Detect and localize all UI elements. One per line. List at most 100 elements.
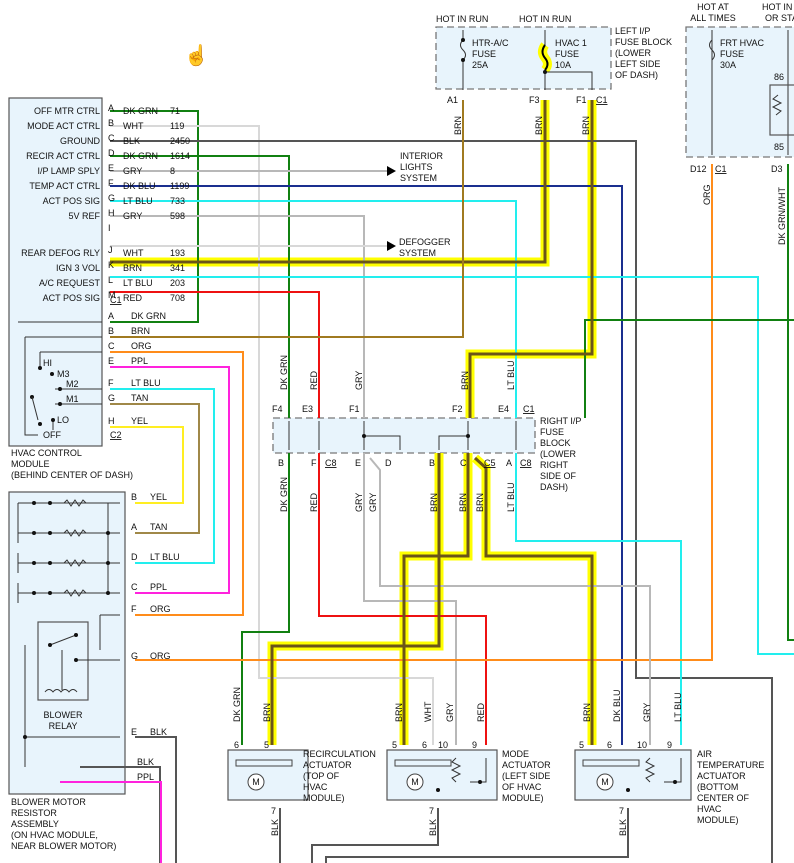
connector-label: C1 [715,164,727,174]
blower-resistors [17,499,120,767]
pin-letter: C [108,341,115,351]
wire-color-label: RED [123,293,143,303]
pin-label: 9 [472,740,477,750]
actuator-title: ACTUATOR [502,760,551,770]
circuit-number: 733 [170,196,185,206]
actuator-title: HVAC [697,804,722,814]
circuit-number: 1614 [170,151,190,161]
wire-color-label: LT BLU [123,278,153,288]
relay-pin: 85 [774,142,784,152]
pin-letter: L [108,275,113,285]
pin-function-label: TEMP ACT CTRL [29,181,100,191]
wire-color-label: LT BLU [131,378,161,388]
wire-color-label: BRN [429,493,439,512]
switch-position-label: M2 [66,379,79,389]
pin-letter: B [131,492,137,502]
wire-color-label: GRY [368,493,378,512]
wire-ppl-c2-e [110,366,230,594]
wire-lt-blu-203 [110,276,794,655]
actuator-title: ACTUATOR [303,760,352,770]
pin-letter: E [131,727,137,737]
pin-label: 7 [271,806,276,816]
pin-label: 5 [392,740,397,750]
pin-letter: F [131,604,137,614]
pin-letter: F [108,378,114,388]
pin-label: F1 [349,404,360,414]
pin-label: 6 [607,740,612,750]
supply-label: OR STA [765,13,794,23]
underhood-internals [709,30,794,155]
wire-color-label: BRN [460,371,470,390]
wire-brn-341 [110,100,547,264]
defogger-arrow-icon [387,241,396,251]
circuit-number: 598 [170,211,185,221]
pin-letter: A [108,311,114,321]
pin-label: D3 [771,164,783,174]
wire-org-c2-c [110,351,244,616]
pin-letter: E [108,356,114,366]
actuator-title: (BOTTOM [697,782,738,792]
pin-letter: H [108,416,115,426]
pin-label: B [278,458,284,468]
wire-color-label: BLK [270,819,280,836]
pin-letter: A [131,522,137,532]
pin-label: 9 [667,740,672,750]
hand-pointer-cursor-icon: ☝ [184,45,209,67]
wire-dk-blu-1199 [110,185,623,745]
supply-label: ALL TIMES [690,13,736,23]
wire-color-label: BRN [394,703,404,722]
pin-label: 5 [579,740,584,750]
pin-label: F3 [529,95,540,105]
pin-label: 6 [422,740,427,750]
actuator-internals [235,757,682,792]
wire-color-label: ORG [150,651,171,661]
reference-label: DEFOGGER [399,237,451,247]
resistor-title: NEAR BLOWER MOTOR) [11,841,116,851]
reference-label: SYSTEM [399,248,436,258]
actuator-title: MODULE) [697,815,739,825]
pin-label: 5 [264,740,269,750]
fuse-block-title: OF DASH) [615,70,658,80]
relay-label: RELAY [49,721,78,731]
wire-blk-blower-e [135,736,177,863]
connector-c2-label: C2 [110,430,122,440]
pin-function-label: OFF MTR CTRL [34,106,100,116]
pin-label: E [355,458,361,468]
wire-color-label: LT BLU [673,692,683,722]
actuator-title: MODE [502,749,529,759]
wire-color-label: BLK [123,136,140,146]
wire-color-label: RED [476,702,486,722]
wire-color-label: PPL [131,356,148,366]
wire-color-label: DK GRN/WHT [777,187,787,245]
fuse-block-title: RIGHT [540,460,569,470]
wire-color-label: YEL [150,492,167,502]
pin-label: C1 [523,404,535,414]
circuit-number: 203 [170,278,185,288]
wire-color-label: LT BLU [506,360,516,390]
wire-lt-blu-733 [110,200,517,418]
wire-lt-blu-c2-f [110,388,215,564]
wire-color-label: PPL [150,582,167,592]
supply-label: HOT IN R [762,2,794,12]
circuit-number: 1199 [170,181,189,191]
motor-icon: M [252,777,260,787]
fuse-block-title: (LOWER [615,48,652,58]
pin-letter: D [131,552,138,562]
wire-color-label: GRY [123,211,142,221]
circuit-number: 2450 [170,136,190,146]
pin-letter: E [108,163,114,173]
fuse-block-title: FUSE [540,427,564,437]
pin-label: F2 [452,404,463,414]
actuator-title: (TOP OF [303,771,340,781]
pin-label: C8 [325,458,337,468]
wire-color-label: YEL [131,416,148,426]
switch-position-label: M1 [66,394,79,404]
wire-color-label: GRY [354,371,364,390]
wire-color-label: DK GRN [123,106,158,116]
pin-letter: H [108,208,115,218]
wire-color-label: LT BLU [150,552,180,562]
right-fuse-internals [288,421,517,450]
switch-position-label: LO [57,415,69,425]
wire-color-label: DK BLU [612,689,622,722]
